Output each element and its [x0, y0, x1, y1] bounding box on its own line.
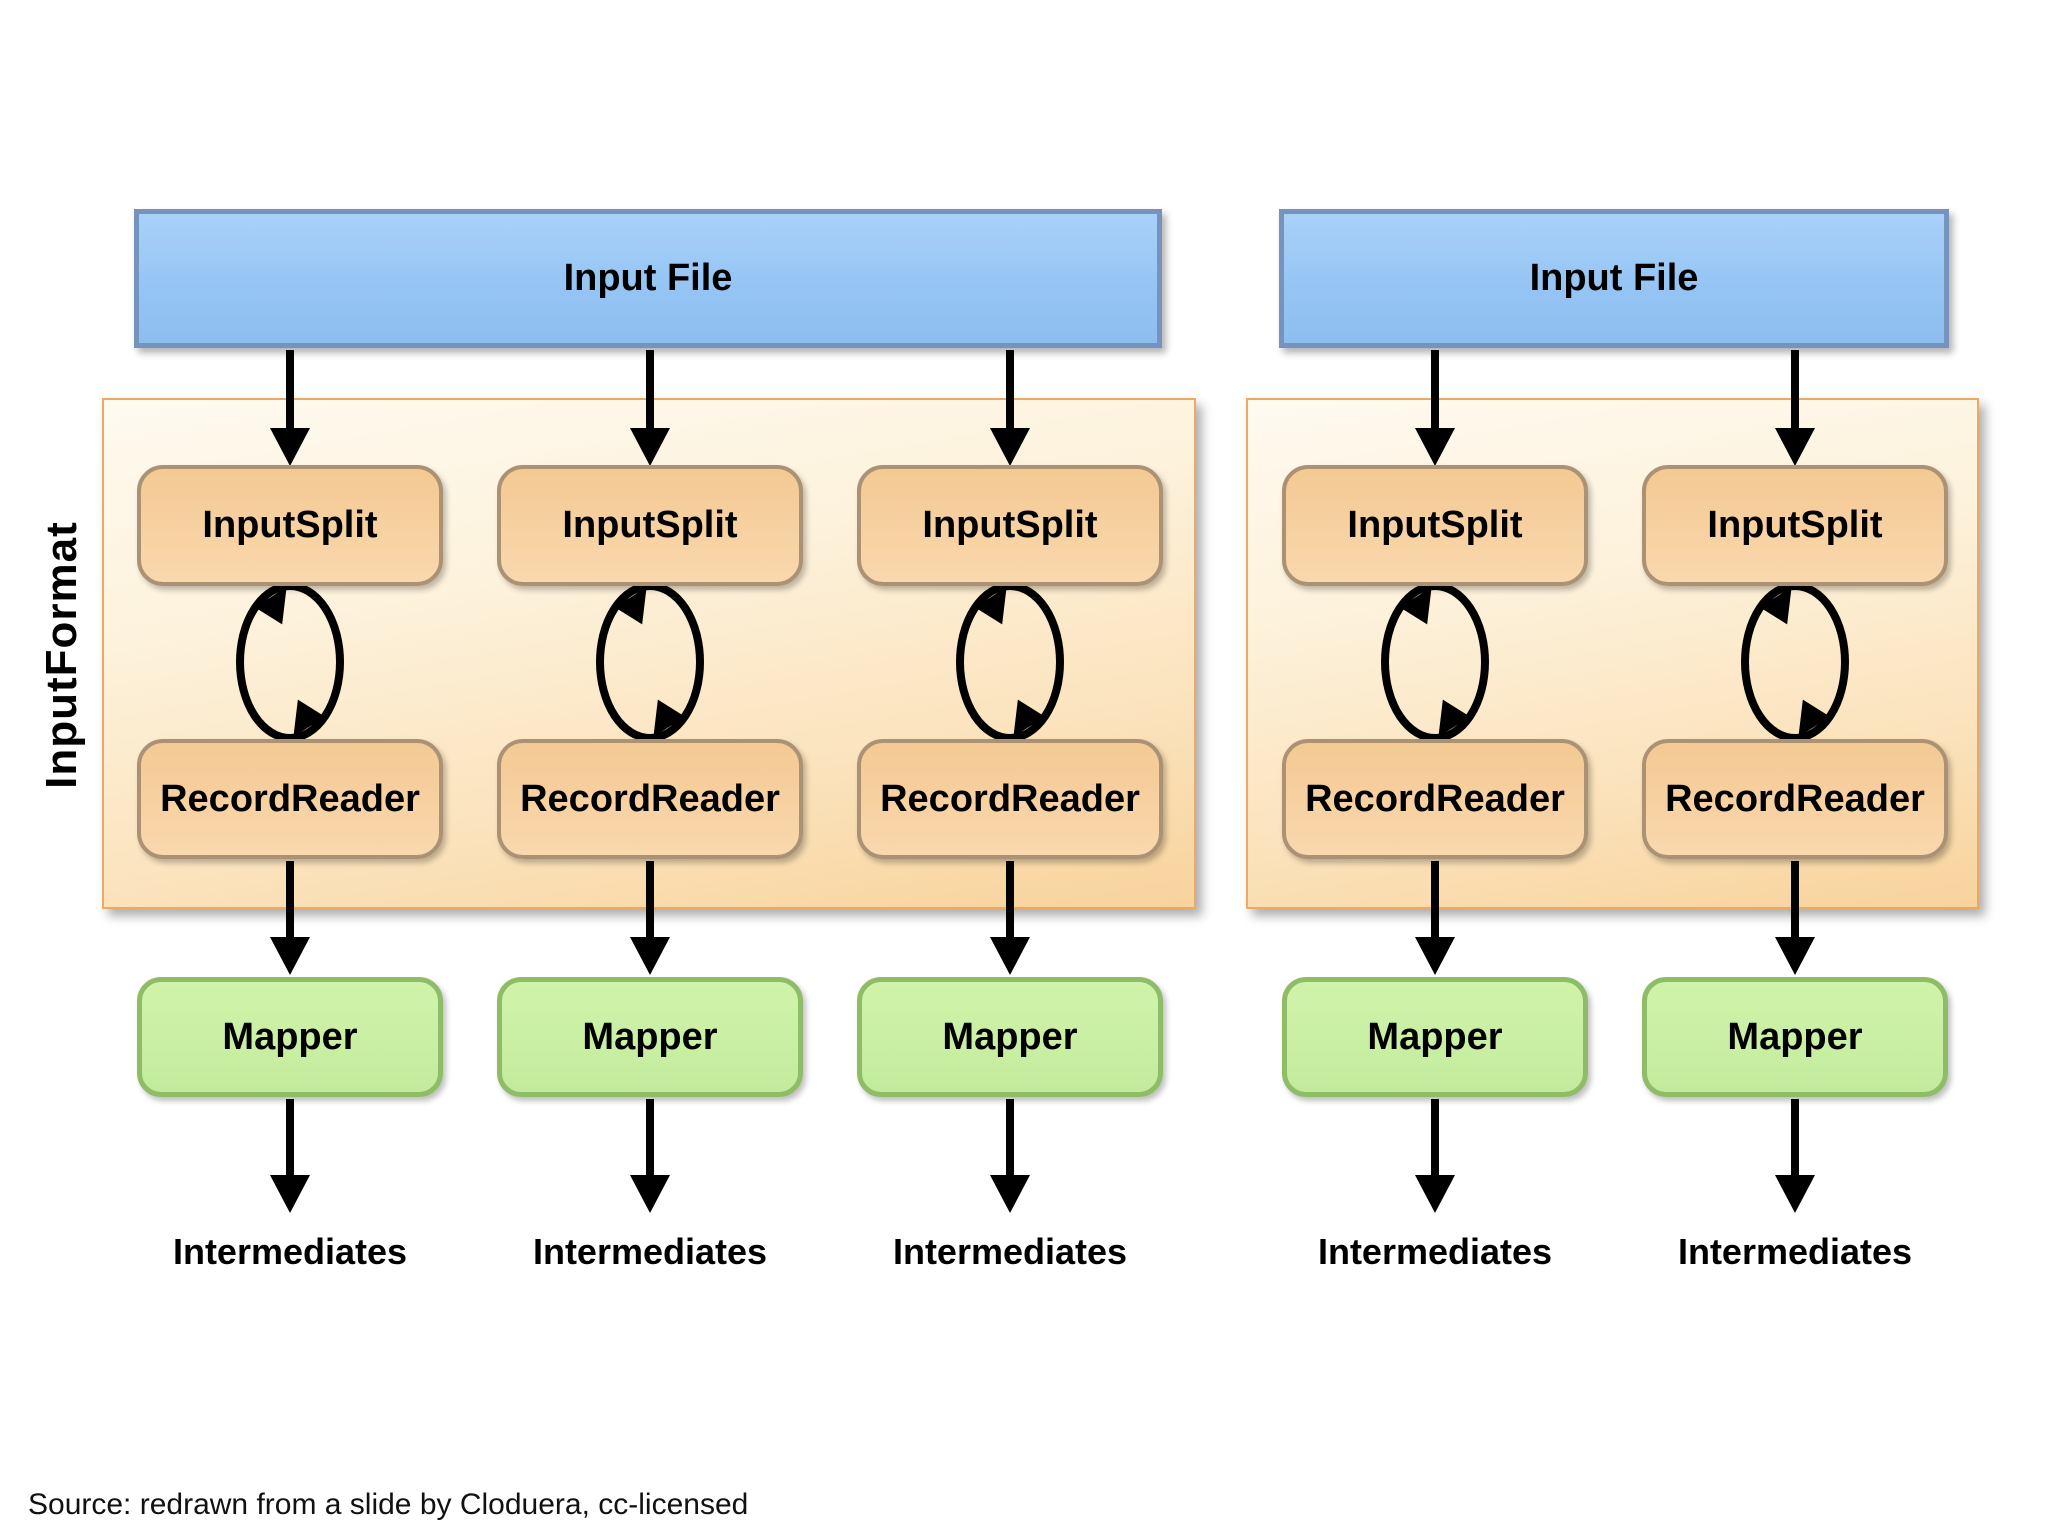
inputsplit-box: InputSplit	[137, 465, 443, 586]
arrow-mapper-to-intermediates	[270, 1099, 310, 1213]
mapper-label: Mapper	[942, 1015, 1078, 1058]
mapper-label: Mapper	[222, 1015, 358, 1058]
recordreader-box: RecordReader	[497, 739, 803, 859]
recordreader-box: RecordReader	[857, 739, 1163, 859]
inputsplit-box: InputSplit	[497, 465, 803, 586]
mapper-label: Mapper	[1367, 1015, 1503, 1058]
inputsplit-box: InputSplit	[1282, 465, 1588, 586]
inputsplit-box: InputSplit	[1642, 465, 1948, 586]
arrow-mapper-to-intermediates	[1775, 1099, 1815, 1213]
inputsplit-label: InputSplit	[562, 504, 738, 546]
recordreader-box: RecordReader	[1642, 739, 1948, 859]
arrow-mapper-to-intermediates	[630, 1099, 670, 1213]
inputformat-rotated-label: InputFormat	[37, 521, 86, 789]
recordreader-box: RecordReader	[1282, 739, 1588, 859]
mapper-box: Mapper	[857, 977, 1163, 1097]
inputsplit-label: InputSplit	[1707, 504, 1883, 546]
inputsplit-label: InputSplit	[922, 504, 1098, 546]
mapper-box: Mapper	[1282, 977, 1588, 1097]
input-file-box: Input File	[1279, 209, 1949, 348]
mapper-box: Mapper	[137, 977, 443, 1097]
mapper-label: Mapper	[582, 1015, 718, 1058]
intermediates-label: Intermediates	[532, 1231, 768, 1272]
recordreader-label: RecordReader	[880, 777, 1140, 820]
source-attribution: Source: redrawn from a slide by Cloduera…	[28, 1488, 749, 1521]
input-file-label: Input File	[563, 257, 733, 299]
inputsplit-box: InputSplit	[857, 465, 1163, 586]
recordreader-label: RecordReader	[1305, 777, 1565, 820]
recordreader-label: RecordReader	[1665, 777, 1925, 820]
inputsplit-label: InputSplit	[1347, 504, 1523, 546]
inputsplit-label: InputSplit	[202, 504, 378, 546]
intermediates-label: Intermediates	[892, 1231, 1128, 1272]
intermediates-label: Intermediates	[172, 1231, 408, 1272]
mapper-box: Mapper	[497, 977, 803, 1097]
mapper-box: Mapper	[1642, 977, 1948, 1097]
recordreader-label: RecordReader	[160, 777, 420, 820]
recordreader-box: RecordReader	[137, 739, 443, 859]
mapper-label: Mapper	[1727, 1015, 1863, 1058]
arrow-mapper-to-intermediates	[990, 1099, 1030, 1213]
intermediates-label: Intermediates	[1677, 1231, 1913, 1272]
arrow-mapper-to-intermediates	[1415, 1099, 1455, 1213]
intermediates-label: Intermediates	[1317, 1231, 1553, 1272]
input-file-box: Input File	[134, 209, 1162, 348]
input-file-label: Input File	[1529, 257, 1699, 299]
recordreader-label: RecordReader	[520, 777, 780, 820]
